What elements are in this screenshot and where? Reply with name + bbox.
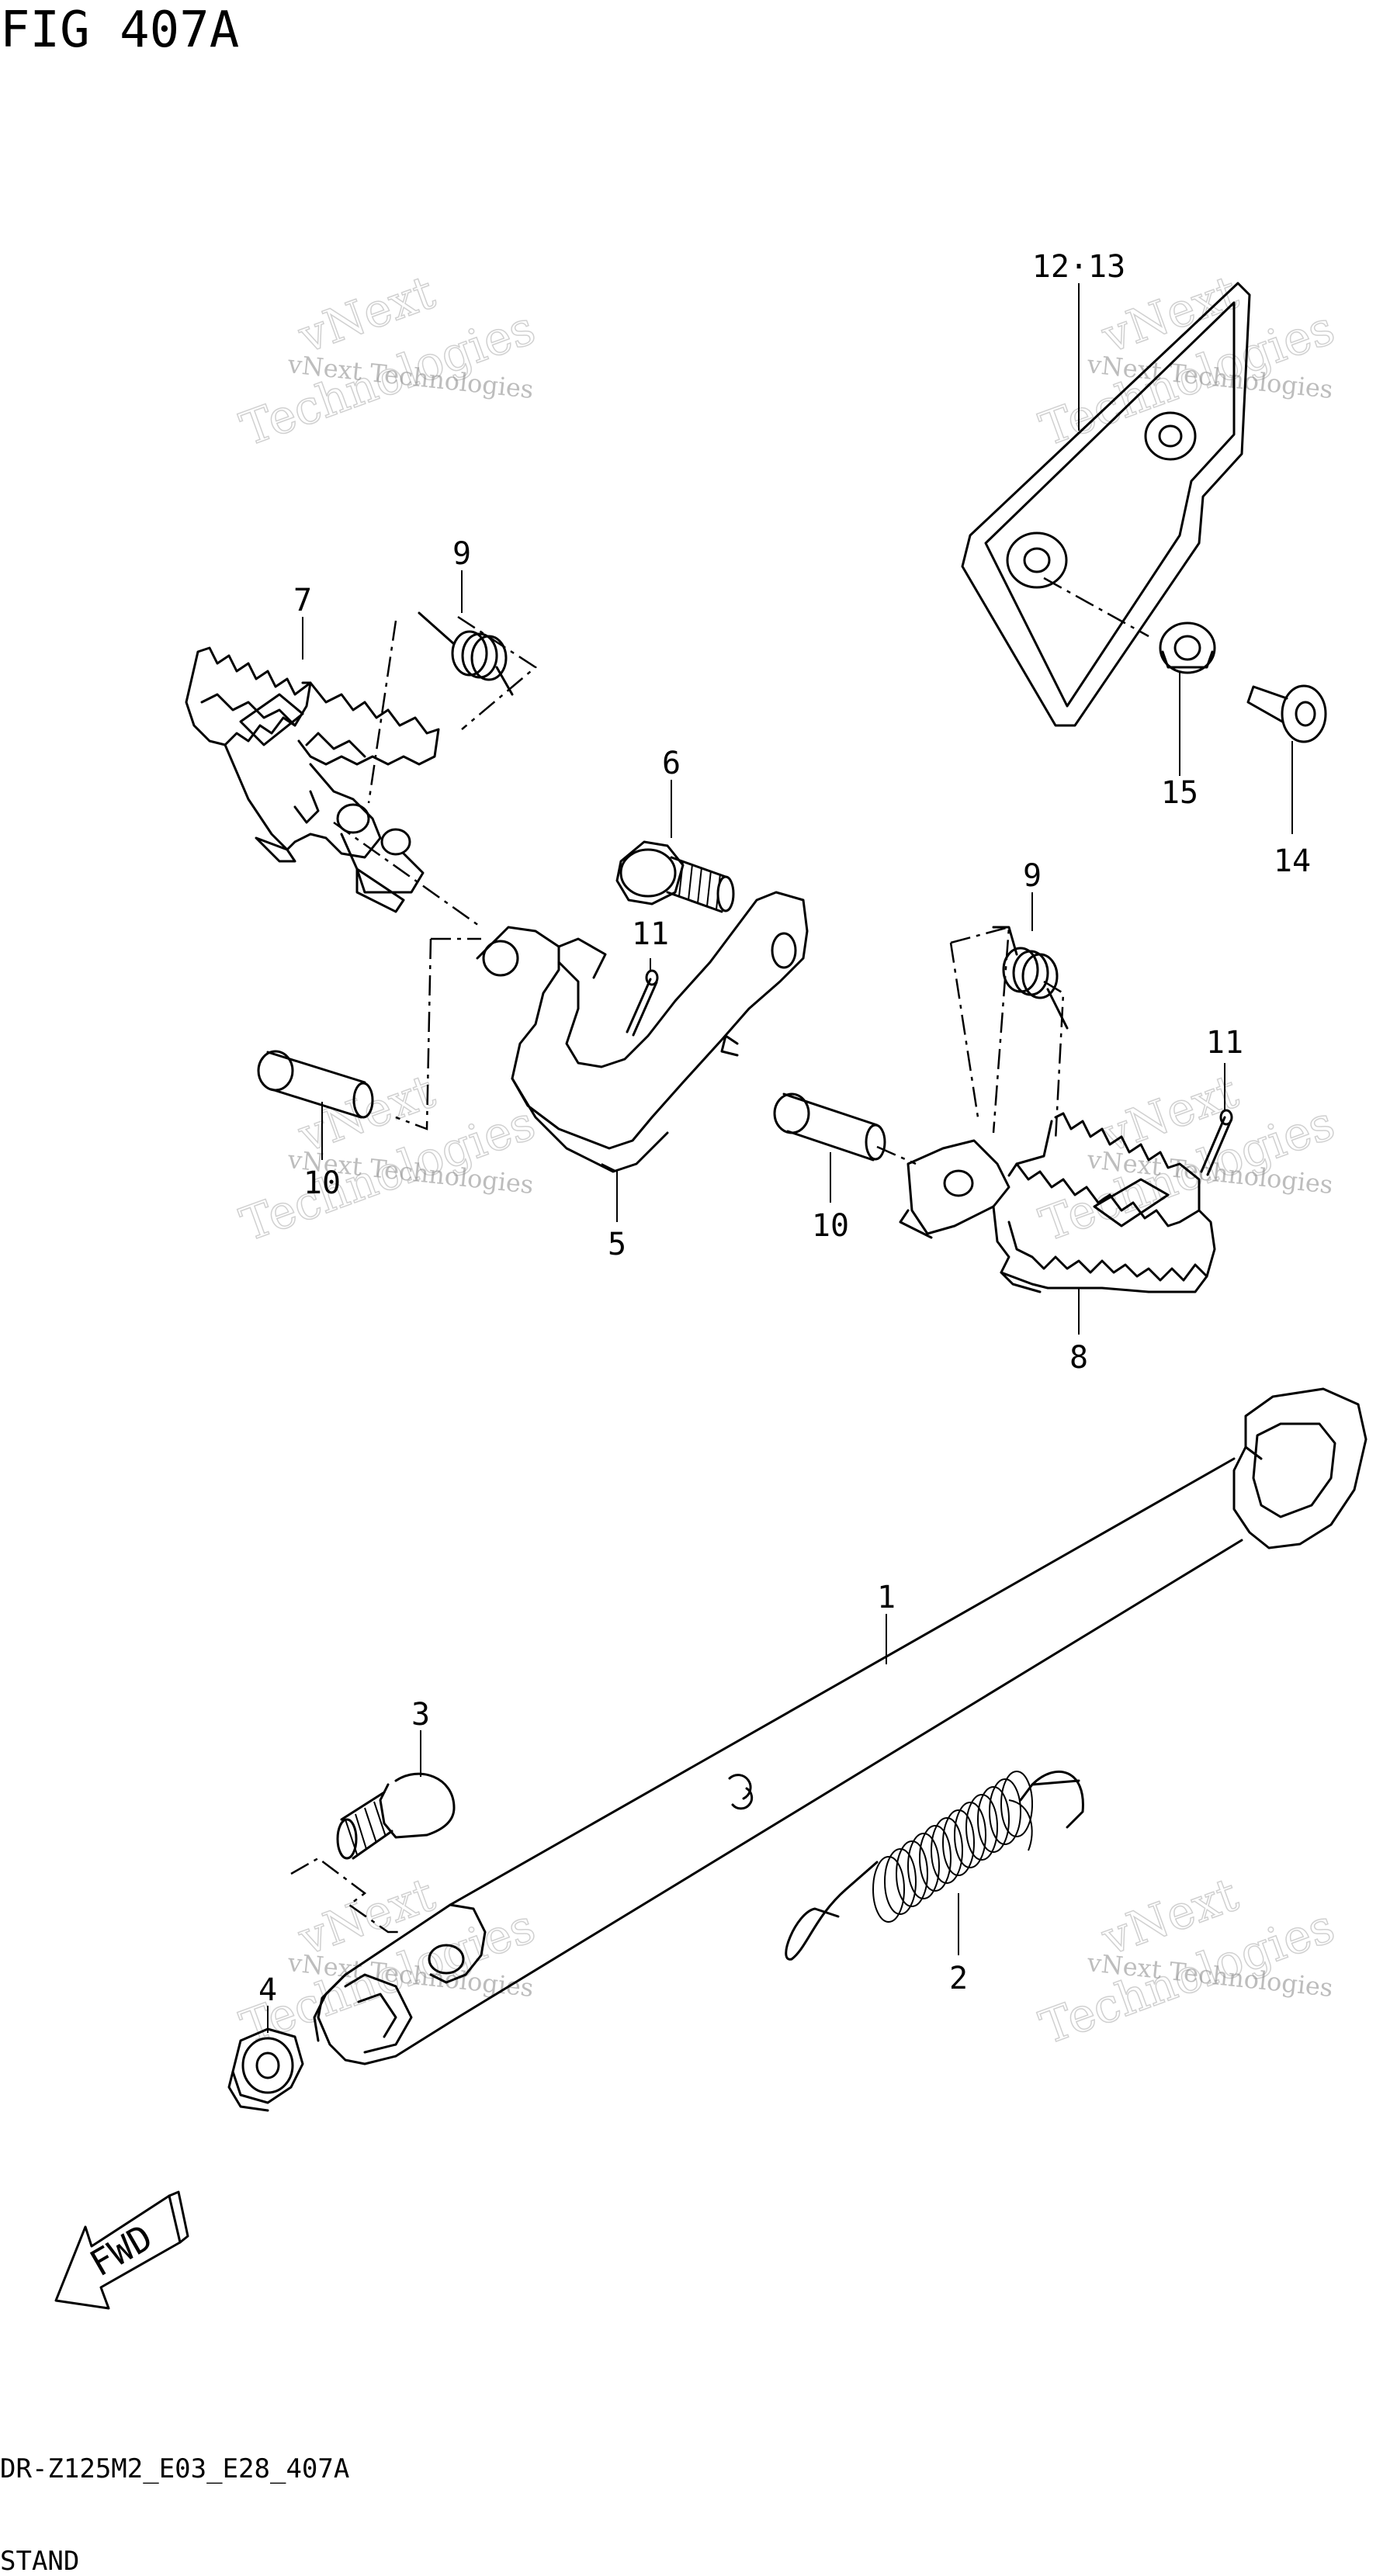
callout-7: 7 [293, 583, 312, 618]
part-15-collar [1159, 621, 1216, 674]
part-3-pivot-bolt [336, 1772, 456, 1860]
alignment-lines [290, 576, 1149, 1934]
watermark-bottom-left: vNext Technologies vNext Technologies [233, 1867, 543, 2056]
callout-2: 2 [949, 1961, 968, 1996]
part-12-13-bracket-plate [961, 282, 1251, 727]
callout-10-right: 10 [812, 1208, 849, 1244]
callout-4: 4 [258, 1972, 277, 2008]
callout-3: 3 [411, 1697, 430, 1733]
callout-8: 8 [1069, 1340, 1088, 1376]
part-8-footrest-lower [899, 1112, 1216, 1293]
callout-9-lower: 9 [1023, 858, 1042, 894]
callout-1: 1 [877, 1580, 896, 1615]
callout-15: 15 [1161, 775, 1198, 811]
watermark-mid-right: vNext Technologies vNext Technologies [1032, 1064, 1342, 1253]
callout-10-left: 10 [303, 1165, 341, 1201]
part-9-spring-lower [992, 926, 1069, 1030]
leader-lines [267, 283, 1293, 2033]
part-11-cotter-pin-upper [626, 969, 659, 1037]
callout-6: 6 [662, 746, 681, 781]
fwd-arrow: FWD [54, 2190, 189, 2310]
part-10-pin-right [773, 1092, 886, 1162]
part-1-side-stand [313, 1387, 1368, 2065]
part-5-bracket [476, 891, 809, 1173]
part-14-bolt [1246, 684, 1327, 743]
callout-11-upper: 11 [632, 916, 669, 952]
part-7-footrest-upper [185, 646, 440, 913]
part-9-spring-upper [418, 611, 514, 696]
part-11-cotter-pin-lower [1200, 1109, 1233, 1176]
figure-title: FIG 407A [0, 2, 239, 59]
figure-name: STAND [0, 2546, 79, 2576]
watermark-bottom-right: vNext Technologies vNext Technologies [1032, 1867, 1342, 2056]
part-2-spring [785, 1771, 1084, 1961]
figure-code: DR-Z125M2_E03_E28_407A [0, 2453, 349, 2484]
part-6-flange-bolt [615, 840, 735, 913]
callout-14: 14 [1274, 843, 1311, 879]
callout-9-upper: 9 [452, 536, 471, 572]
callout-5: 5 [608, 1227, 626, 1262]
callout-11-lower: 11 [1206, 1025, 1243, 1061]
part-4-nut [227, 2027, 304, 2112]
watermark-top-left: vNext Technologies vNext Technologies [233, 265, 543, 458]
part-10-pin-left [257, 1050, 374, 1119]
callout-12-13: 12·13 [1032, 249, 1125, 285]
